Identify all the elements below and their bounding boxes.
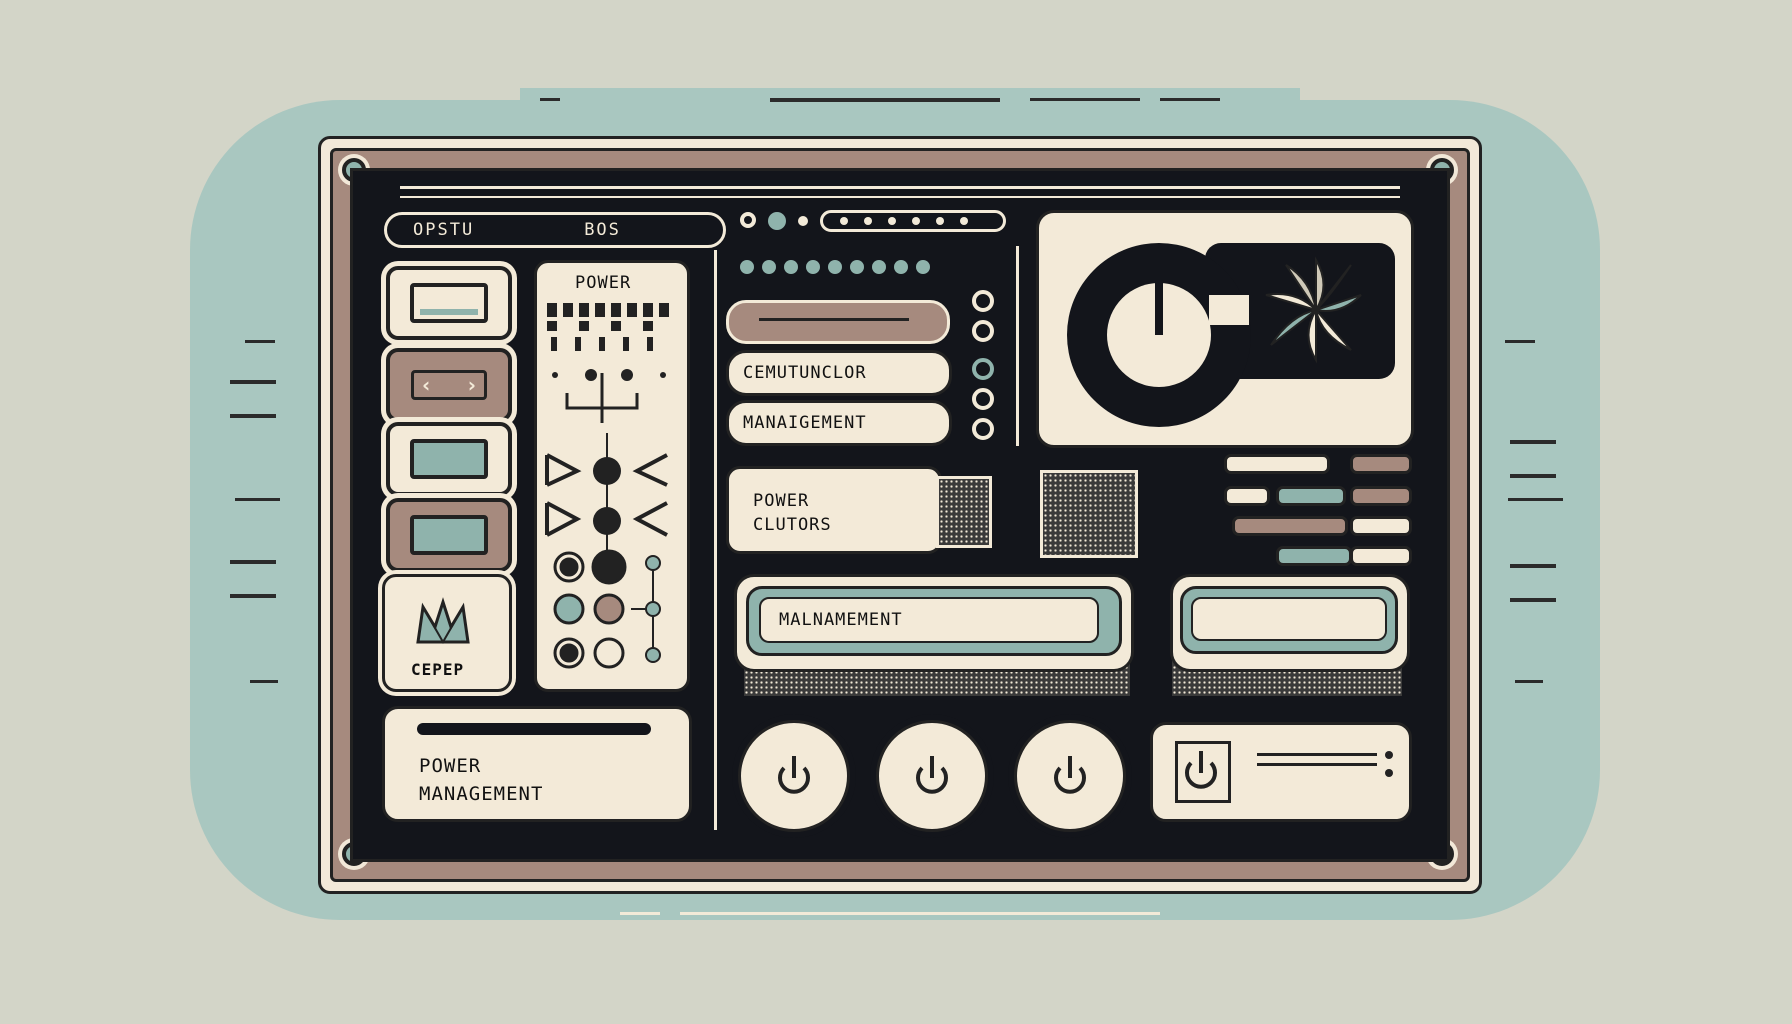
side-dash (250, 680, 278, 683)
top-dash (540, 98, 560, 101)
power-icon (778, 756, 810, 794)
slot-button[interactable] (386, 498, 512, 572)
power-management-card[interactable]: POWER MANAGEMENT (382, 706, 692, 822)
stripe-bar (1224, 454, 1330, 474)
panel-underline (1240, 418, 1400, 421)
stripe-bar (1276, 546, 1352, 566)
power-management-line-2: MANAGEMENT (419, 783, 544, 805)
color-pill-label: CEMUTUNCLOR (743, 363, 867, 383)
color-pill[interactable]: CEMUTUNCLOR (726, 350, 952, 396)
divider-line (714, 250, 717, 830)
stripe-bar (1350, 454, 1412, 474)
top-dash (1030, 98, 1140, 101)
power-icon (1185, 751, 1217, 789)
header-left-label: OPSTU (413, 220, 475, 240)
stripe-bar (1350, 516, 1412, 536)
management-pill[interactable]: MANAIGEMENT (726, 400, 952, 446)
chevron-left-icon: ‹ (422, 373, 431, 397)
stripe-bar (1224, 486, 1270, 506)
side-bracket (1510, 440, 1556, 478)
indicator-light (972, 388, 994, 410)
management-pill-label: MANAIGEMENT (743, 413, 867, 433)
side-dash (1505, 340, 1535, 343)
slot-icon (410, 515, 488, 555)
stripe-bar (1350, 486, 1412, 506)
power-grid-graphic (545, 303, 669, 669)
indicator-light (972, 418, 994, 440)
top-dash (770, 98, 1000, 102)
header-right-label: BOS (584, 220, 621, 240)
side-dash (1508, 498, 1563, 501)
power-management-line-1: POWER (419, 755, 482, 777)
power-card-line-1: POWER (753, 491, 810, 511)
stripe-bar (1276, 486, 1346, 506)
teal-dot-row (740, 258, 960, 278)
nav-button[interactable]: ‹ › (386, 348, 512, 422)
power-card-line-2: CLUTORS (753, 515, 832, 535)
circuit-line (1016, 246, 1019, 446)
slider-pill[interactable] (726, 300, 950, 344)
power-clutors-card[interactable]: POWER CLUTORS (726, 466, 942, 554)
bottom-dash (620, 912, 660, 915)
indicator-light (972, 320, 994, 342)
empty-bar[interactable] (1180, 586, 1398, 654)
side-dash (1515, 680, 1543, 683)
slot-icon (410, 439, 488, 479)
power-button-2[interactable] (876, 720, 988, 832)
power-control-card[interactable] (1150, 722, 1412, 822)
side-dash (245, 340, 275, 343)
side-bracket (1510, 564, 1556, 602)
management-bar-label: MALNAMEMENT (779, 610, 903, 630)
slot-icon (410, 283, 488, 323)
screen-top-line (400, 196, 1400, 198)
crown-tile[interactable]: CEPEP (382, 574, 512, 692)
stripe-bar (1232, 516, 1348, 536)
power-icon (916, 756, 948, 794)
top-dash (1160, 98, 1220, 101)
power-logo-panel (1036, 210, 1414, 448)
crown-icon (416, 597, 470, 645)
side-dash (235, 498, 280, 501)
indicator-row (740, 210, 1020, 236)
bottom-dash (680, 912, 1160, 915)
background-top-band (520, 88, 1300, 128)
power-icon (1067, 243, 1251, 427)
side-bracket (230, 380, 276, 418)
management-bar[interactable]: MALNAMEMENT (746, 586, 1122, 656)
slot-button[interactable] (386, 266, 512, 340)
header-pill[interactable]: OPSTU BOS (384, 212, 726, 248)
power-title: POWER (575, 273, 632, 293)
leaf-icon (1265, 256, 1362, 364)
stripe-bar (1350, 546, 1412, 566)
power-button-3[interactable] (1014, 720, 1126, 832)
indicator-light (972, 358, 994, 380)
indicator-light (972, 290, 994, 312)
texture-block (936, 476, 992, 548)
chevron-right-icon: › (467, 373, 476, 397)
screen-top-line (400, 186, 1400, 189)
crown-label: CEPEP (411, 660, 465, 679)
power-icon (1054, 756, 1086, 794)
side-bracket (230, 560, 276, 598)
texture-block (1040, 470, 1138, 558)
power-button-1[interactable] (738, 720, 850, 832)
slot-button[interactable] (386, 422, 512, 496)
power-grid-panel: POWER (534, 260, 690, 692)
